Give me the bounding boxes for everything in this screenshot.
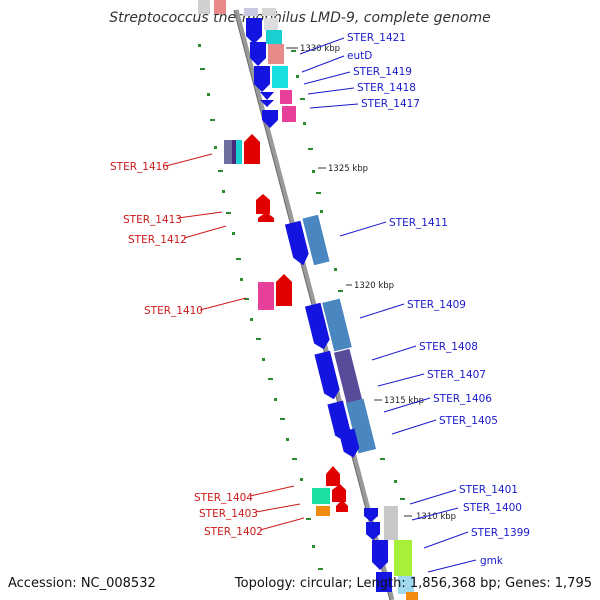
reverse-gene-labels [165,153,305,531]
scale-tick-label: 1325 kbp [328,164,368,174]
gene-box-pink [282,106,296,122]
gene-label-forward[interactable]: STER_1406 [433,393,492,405]
gene-label-reverse[interactable]: STER_1403 [199,508,258,520]
scale-tick-1325: 1325 kbp [318,164,368,174]
scale-tick-label: 1310 kbp [416,512,456,522]
topology-label: Topology: circular; Length: 1,856,368 bp… [234,576,592,591]
forward-gene-block-1409 [304,298,377,458]
forward-strand-marks [291,50,411,543]
gene-label-forward[interactable]: eutD [347,50,372,62]
reverse-gene-block-1410 [258,274,292,310]
gene-arrow-blue [246,18,262,44]
scale-tick-1310: 1310 kbp [404,512,456,522]
scale-tick-1315: 1315 kbp [374,396,424,406]
gene-arrow-blue [250,42,266,66]
gene-label-forward[interactable]: STER_1419 [353,66,412,78]
forward-gene-labels [299,37,477,573]
reverse-strand-marks [198,44,323,570]
reverse-gene-block-1413 [256,194,274,222]
gene-label-forward[interactable]: STER_1399 [471,527,530,539]
gene-box-gray [264,18,278,30]
gene-box-cyan [272,66,288,88]
scale-tick-1330: 1330 kbp [286,44,340,54]
gene-box-cyan [266,30,282,44]
gene-label-forward[interactable]: STER_1418 [357,82,416,94]
gene-box-pink [280,90,292,104]
top-clipped-genes [198,0,276,16]
gene-label-forward[interactable]: STER_1417 [361,98,420,110]
reverse-gene-block-1404 [312,466,348,516]
gene-label-reverse[interactable]: STER_1413 [123,214,182,226]
reverse-gene-block-1416 [224,134,260,164]
accession-label: Accession: NC_008532 [8,576,156,591]
gene-label-forward[interactable]: STER_1400 [463,502,522,514]
gene-label-forward[interactable]: STER_1409 [407,299,466,311]
forward-gene-block-bottom [364,506,418,600]
scale-tick-label: 1315 kbp [384,396,424,406]
gene-label-forward[interactable]: STER_1401 [459,484,518,496]
gene-label-reverse[interactable]: STER_1416 [110,161,169,173]
gene-label-reverse[interactable]: STER_1412 [128,234,187,246]
forward-gene-block-1411 [284,214,330,266]
map-title: Streptococcus thermophilus LMD-9, comple… [109,10,491,26]
gene-arrow-blue [260,100,274,107]
gene-label-forward[interactable]: STER_1407 [427,369,486,381]
gene-arrow-blue [262,110,278,128]
gene-arrow-blue [260,92,274,100]
gene-arrow-blue [254,66,270,92]
scale-tick-1320: 1320 kbp [346,281,394,291]
gene-label-forward[interactable]: STER_1408 [419,341,478,353]
gene-label-forward[interactable]: STER_1405 [439,415,498,427]
gene-box-salmon [268,44,284,64]
gene-label-forward[interactable]: STER_1421 [347,32,406,44]
gene-label-reverse[interactable]: STER_1410 [144,305,203,317]
scale-tick-label: 1320 kbp [354,281,394,291]
scale-tick-label: 1330 kbp [300,44,340,54]
gene-label-forward[interactable]: STER_1411 [389,217,448,229]
gene-label-reverse[interactable]: STER_1404 [194,492,253,504]
gene-label-reverse[interactable]: STER_1402 [204,526,263,538]
forward-gene-block-top [246,18,296,128]
gene-label-forward[interactable]: gmk [480,555,504,567]
